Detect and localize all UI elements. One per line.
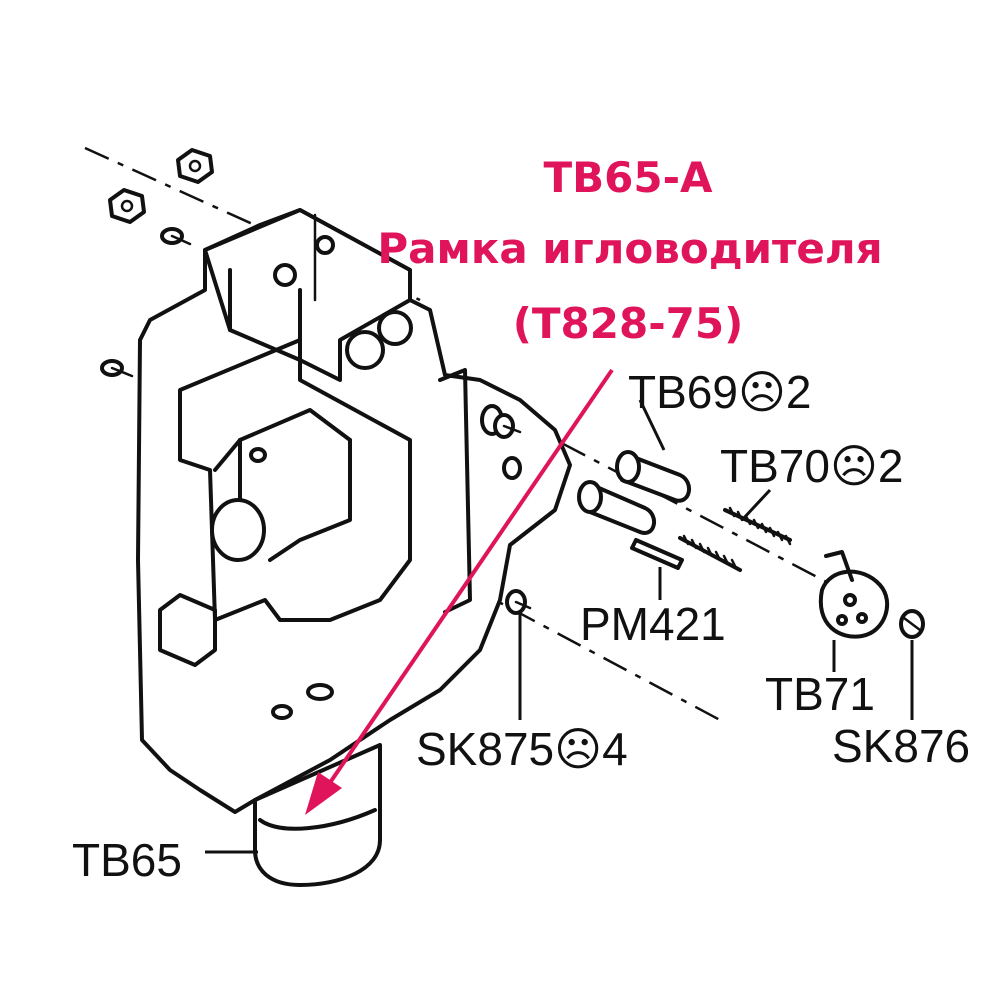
small-screw-icon (160, 227, 192, 246)
label-sk875: SK875☹4 (416, 723, 628, 775)
label-tb71: TB71 (765, 668, 875, 720)
screw-sk876-icon (899, 609, 925, 639)
spring-tb70-icon (723, 506, 792, 546)
flange-screw-icon (493, 413, 522, 439)
bushing-tb69-icon (615, 450, 691, 503)
needle-bar-frame-body (136, 208, 572, 887)
label-sk876: SK876 (832, 720, 970, 772)
small-screw-icon (100, 359, 134, 378)
flange-screw-icon (505, 589, 532, 615)
hex-nut-icon (176, 148, 214, 184)
pin-pm421-icon (630, 538, 684, 570)
hex-nut-icon (108, 188, 146, 224)
leader-lines (205, 399, 914, 854)
plate-tb71-icon (818, 550, 890, 639)
part-code-title: TB65-A (543, 153, 713, 202)
pointer-arrow (305, 368, 614, 815)
bushing-tb69-icon (577, 480, 656, 535)
label-pm421: PM421 (580, 598, 726, 650)
label-tb65: TB65 (72, 834, 182, 886)
spring-tb70-icon (678, 534, 742, 572)
part-reference: (T828-75) (513, 299, 744, 348)
label-tb70: TB70☹2 (720, 440, 903, 492)
part-name-title: Рамка игловодителя (377, 224, 882, 273)
label-tb69: TB69☹2 (628, 366, 811, 418)
